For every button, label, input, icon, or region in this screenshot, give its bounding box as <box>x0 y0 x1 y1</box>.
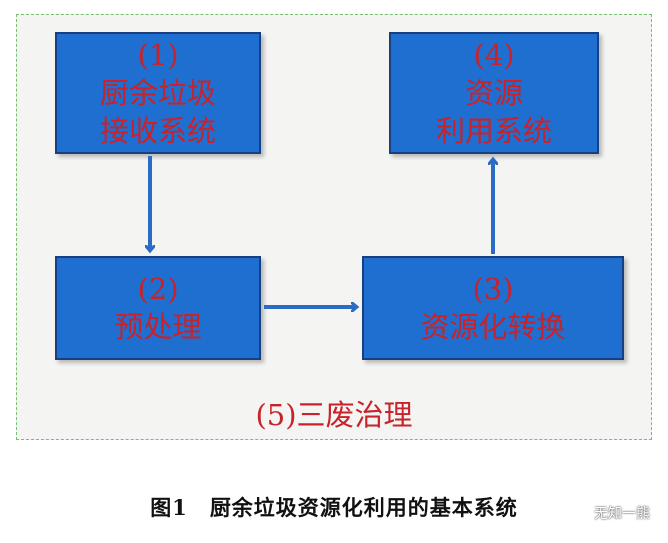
box-number: (1) <box>137 38 179 72</box>
box-resource-conversion: (3) 资源化转换 <box>362 256 624 360</box>
watermark-text: 无知一熊 <box>594 506 650 522</box>
figure-title: 厨余垃圾资源化利用的基本系统 <box>209 495 518 520</box>
box-label-line: 厨余垃圾 <box>99 76 216 110</box>
figure-caption: 图1 厨余垃圾资源化利用的基本系统 <box>0 492 668 522</box>
figure-number: 图1 <box>150 495 188 520</box>
box-number: (2) <box>137 272 179 306</box>
box-label-line: 预处理 <box>114 310 202 344</box>
box-number: (3) <box>472 272 514 306</box>
box-resource-utilization: (4) 资源 利用系统 <box>389 32 599 154</box>
box-label-line: 资源 <box>464 76 523 110</box>
watermark: 无知一熊 <box>572 503 650 523</box>
three-waste-treatment-label: (5)三废治理 <box>255 398 413 432</box>
box-label-line: 利用系统 <box>435 114 552 148</box>
box-label-line: 资源化转换 <box>420 310 566 344</box>
box-pretreatment: (2) 预处理 <box>55 256 261 360</box>
chat-bubble-icon <box>572 505 590 520</box>
box-label-line: 接收系统 <box>99 114 216 148</box>
box-kitchen-waste-receiving: (1) 厨余垃圾 接收系统 <box>55 32 261 154</box>
box-number: (4) <box>473 38 515 72</box>
